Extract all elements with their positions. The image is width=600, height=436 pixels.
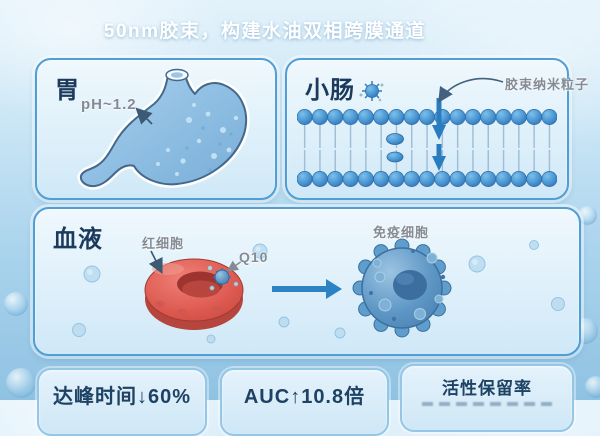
blood-illustration <box>72 238 565 344</box>
stomach-illustration <box>77 68 250 190</box>
rbc-pointer-arrow-icon <box>148 250 163 275</box>
metric-card-peak-time: 达峰时间↓60% <box>37 368 207 436</box>
metric-activity-retention-clipped-line <box>422 402 552 406</box>
q10-pointer-arrow-icon <box>226 260 243 272</box>
plasma-bubbles <box>72 240 565 344</box>
lipid-bilayer-illustration <box>297 77 557 188</box>
blood-card: 血液 红细胞 Q10 免疫细胞 <box>33 207 581 356</box>
background-bubble <box>578 206 597 225</box>
background-bubble <box>4 292 28 316</box>
lipid-bilayer <box>297 104 557 188</box>
metric-card-auc: AUC↑10.8倍 <box>220 368 389 436</box>
metric-card-activity-retention: 活性保留率 <box>400 364 574 432</box>
micelle-icon <box>359 81 384 102</box>
background-bubble <box>585 376 600 398</box>
immune-cell-label: 免疫细胞 <box>373 225 430 240</box>
page-title: 50nm胶束，构建水油双相跨膜通道 <box>103 21 427 42</box>
blood-card-title: 血液 <box>53 226 103 253</box>
stomach-card: 胃 pH~1.2 <box>35 58 277 200</box>
background-bubble <box>6 368 36 398</box>
metric-auc-label: AUC↑10.8倍 <box>243 386 366 408</box>
intestine-card-title: 小肠 <box>305 77 355 104</box>
ph-label: pH~1.2 <box>81 96 137 113</box>
label-pointer-arrow-icon <box>438 77 504 103</box>
metric-peak-time-label: 达峰时间↓60% <box>52 386 192 408</box>
intestine-card: 小肠 胶束纳米粒子 <box>285 58 588 200</box>
metric-activity-retention-label: 活性保留率 <box>442 379 532 398</box>
right-arrow-icon <box>272 279 342 299</box>
micelle-nanoparticle-label: 胶束纳米粒子 <box>505 77 590 92</box>
immune-cell-icon <box>352 238 452 338</box>
ph-arrow-icon <box>135 107 153 125</box>
stomach-card-title: 胃 <box>55 77 80 104</box>
q10-label: Q10 <box>239 249 269 265</box>
rbc-label: 红细胞 <box>142 236 185 251</box>
q10-micelle-icon <box>207 263 239 291</box>
